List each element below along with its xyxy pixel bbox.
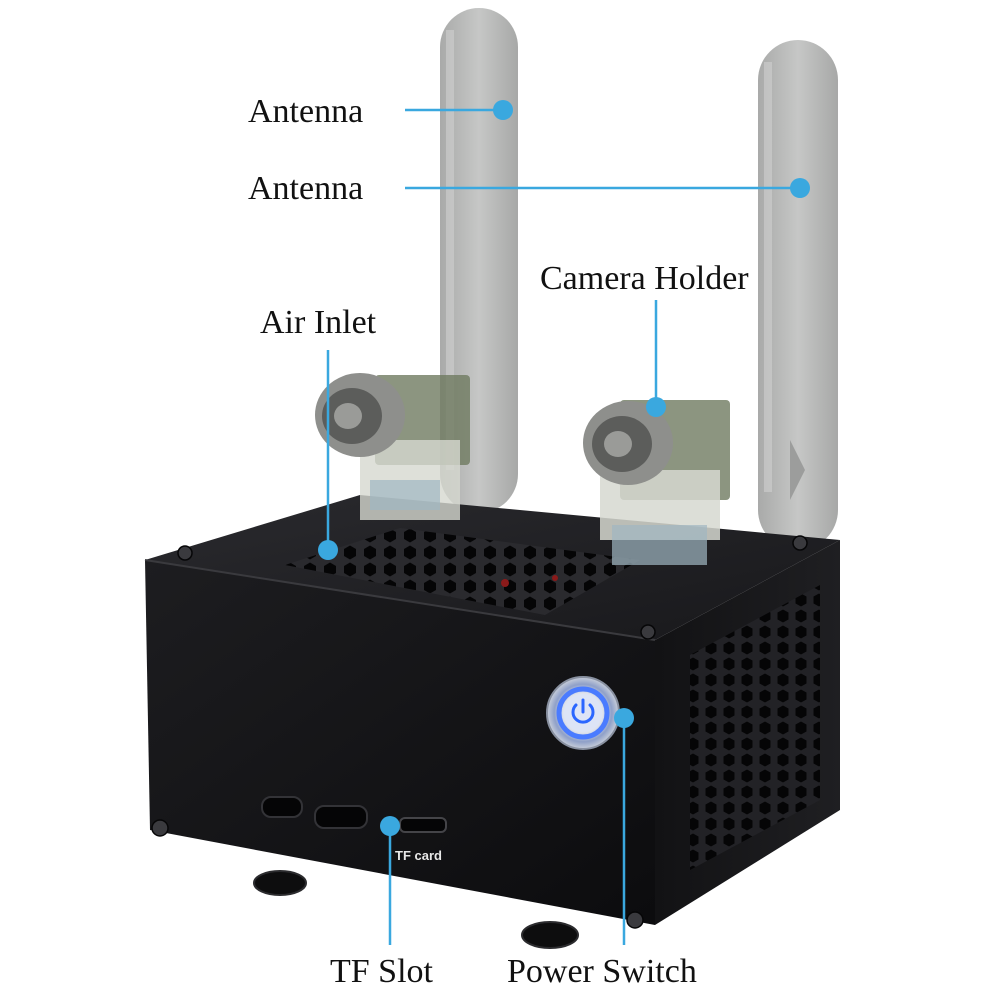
air-inlet-grille — [285, 528, 640, 615]
label-antenna-2: Antenna — [248, 170, 364, 207]
case-front-face — [145, 560, 655, 925]
callout-dot-camera-holder — [646, 397, 666, 417]
micro-usb-port — [261, 796, 303, 818]
case-feet — [253, 870, 579, 949]
callout-dot-power-switch — [614, 708, 634, 728]
callout-lines — [318, 100, 810, 945]
camera-module-left — [315, 373, 470, 520]
callout-dot-air-inlet — [318, 540, 338, 560]
tf-card-slot — [399, 817, 447, 833]
hdmi-port — [314, 805, 368, 829]
label-antenna-1: Antenna — [248, 93, 364, 130]
tf-card-print: TF card — [395, 848, 442, 863]
screws — [151, 535, 808, 929]
label-tf-slot: TF Slot — [330, 953, 433, 990]
label-camera-holder: Camera Holder — [540, 260, 749, 297]
callout-dot-antenna-1 — [493, 100, 513, 120]
side-fan-grille — [690, 585, 820, 870]
callout-dot-antenna-2 — [790, 178, 810, 198]
callout-dot-tf-slot — [380, 816, 400, 836]
label-power-switch: Power Switch — [507, 953, 697, 990]
power-icon — [571, 698, 595, 724]
camera-module-right — [583, 400, 730, 565]
label-air-inlet: Air Inlet — [260, 304, 377, 341]
antenna-right — [758, 40, 838, 550]
